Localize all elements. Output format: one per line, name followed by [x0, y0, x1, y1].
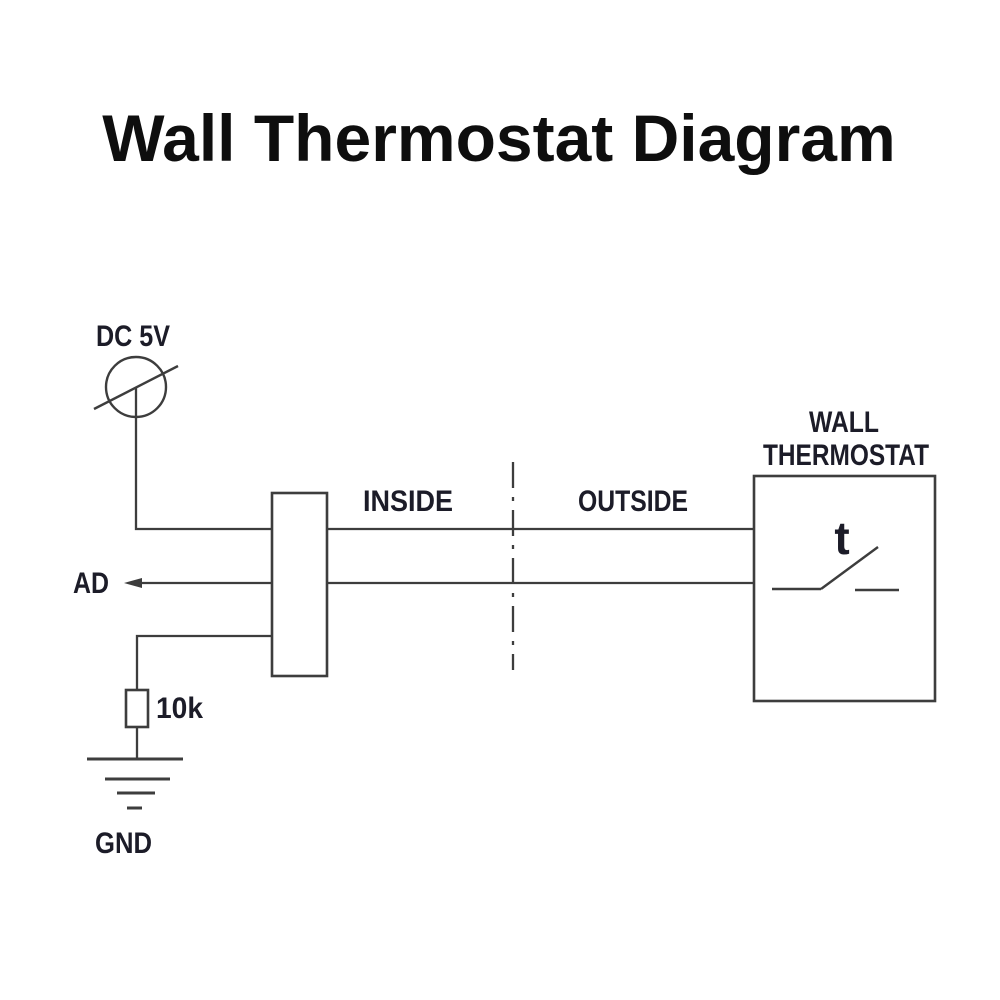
- ad-signal: AD: [73, 567, 272, 600]
- power-source: DC 5V: [93, 320, 272, 531]
- connector-block: [270, 491, 329, 678]
- switch-lever: [820, 546, 879, 590]
- power-diagonal: [93, 364, 179, 411]
- wire-block-to-resistor: [135, 634, 272, 690]
- resistor-icon: [124, 688, 150, 729]
- thermostat-label-line1: WALL: [809, 406, 879, 439]
- wall-thermostat: WALL THERMOSTAT t: [752, 406, 937, 703]
- ad-label: AD: [73, 567, 109, 600]
- zone-markers: INSIDE OUTSIDE: [363, 462, 688, 670]
- thermostat-switch-icon: [772, 546, 899, 592]
- wire-power-to-block: [134, 388, 272, 531]
- thermostat-switch-label: t: [834, 512, 849, 564]
- thermostat-label-line2: THERMOSTAT: [763, 439, 929, 472]
- inside-label: INSIDE: [363, 485, 453, 518]
- resistor-label: 10k: [156, 692, 203, 725]
- outside-label: OUTSIDE: [578, 485, 688, 518]
- ground-icon: [87, 757, 183, 810]
- page-title: Wall Thermostat Diagram: [102, 101, 895, 175]
- power-source-label: DC 5V: [96, 320, 170, 353]
- ad-arrow-icon: [124, 578, 142, 588]
- ground-label: GND: [95, 827, 152, 860]
- ground-branch: 10k GND: [87, 634, 272, 860]
